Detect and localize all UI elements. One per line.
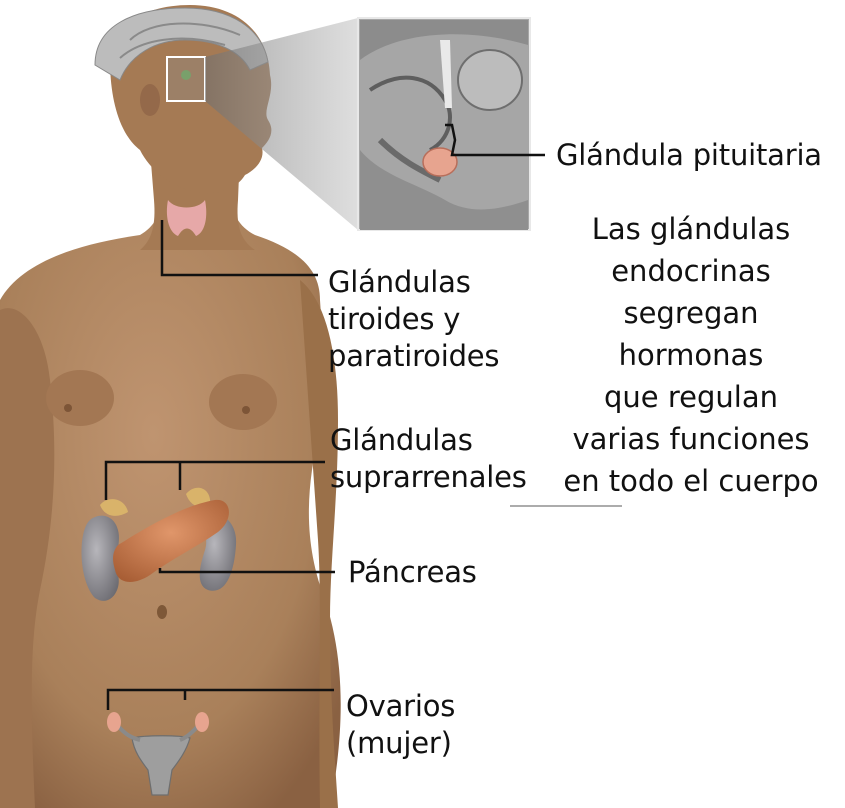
label-ovaries-line-1: Ovarios <box>346 689 456 723</box>
uterus-ovaries <box>107 712 209 796</box>
left-adrenal <box>100 499 128 516</box>
caption-line-4: hormonas <box>618 338 764 372</box>
left-arm <box>0 308 55 808</box>
pituitary-inset <box>357 17 531 231</box>
label-adrenal-line-2: suprarrenales <box>330 460 527 494</box>
label-thyroid-line-1: Glándulas <box>328 265 471 299</box>
caption-text: Las glándulas endocrinas segregan hormon… <box>548 208 834 502</box>
right-arm <box>300 280 338 808</box>
zoom-beam <box>205 18 358 230</box>
label-adrenal: Glándulas suprarrenales <box>330 422 527 496</box>
thyroid-gland <box>166 200 207 236</box>
label-ovaries: Ovarios (mujer) <box>346 688 455 762</box>
label-thyroid-line-2: tiroides y <box>328 302 461 336</box>
label-adrenal-line-1: Glándulas <box>330 423 473 457</box>
right-adrenal <box>186 487 211 508</box>
label-thyroid-line-3: paratiroides <box>328 339 500 373</box>
caption-line-1: Las glándulas <box>591 212 791 246</box>
caption-line-6: varias funciones <box>572 422 810 456</box>
caption-line-7: en todo el cuerpo <box>563 464 819 498</box>
label-pituitary: Glándula pituitaria <box>556 138 822 172</box>
leader-lines <box>104 123 545 710</box>
body-silhouette <box>0 185 341 808</box>
caption-line-2: endocrinas <box>611 254 771 288</box>
label-pancreas: Páncreas <box>348 555 477 589</box>
left-kidney <box>81 515 119 601</box>
label-thyroid: Glándulas tiroides y paratiroides <box>328 264 500 375</box>
caption-line-3: segregan <box>623 296 759 330</box>
pancreas <box>113 499 229 582</box>
label-ovaries-line-2: (mujer) <box>346 726 452 760</box>
caption-line-5: que regulan <box>604 380 778 414</box>
